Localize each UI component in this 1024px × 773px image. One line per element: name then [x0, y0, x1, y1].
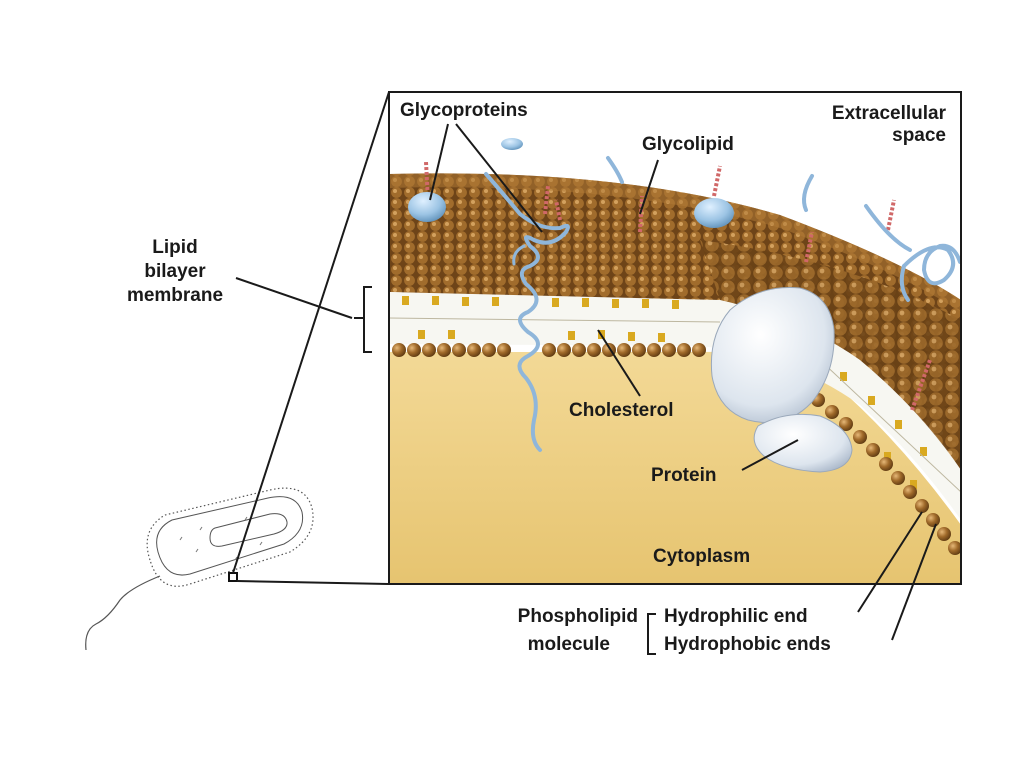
cytoplasm-region: [389, 351, 961, 584]
zoom-marker: [228, 572, 238, 582]
label-space: space: [892, 125, 946, 146]
label-protein: Protein: [651, 465, 717, 486]
zoom-lines: [232, 91, 390, 585]
label-extracellular: Extracellular: [831, 103, 946, 124]
transmembrane-protein: [710, 286, 853, 473]
label-glycolipid: Glycolipid: [642, 134, 734, 155]
glycoprotein-blob: [408, 192, 446, 222]
label-phospholipid: Phospholipid: [517, 606, 638, 627]
helix-protein: [484, 172, 570, 452]
label-membrane: membrane: [126, 285, 224, 306]
label-lipid: Lipid: [152, 237, 198, 258]
bacterium-sketch: [85, 487, 314, 651]
cholesterol-tails: [402, 296, 927, 489]
label-glycoproteins: Glycoproteins: [400, 100, 528, 121]
leader-lines: [235, 123, 937, 655]
label-cytoplasm: Cytoplasm: [653, 546, 751, 567]
label-hydrophobic-ends: Hydrophobic ends: [664, 634, 831, 655]
glycoprotein-blob: [694, 198, 734, 228]
label-bilayer: bilayer: [144, 261, 206, 282]
membrane-inset: [389, 92, 961, 584]
label-hydrophilic-end: Hydrophilic end: [664, 606, 808, 627]
label-cholesterol: Cholesterol: [569, 400, 674, 421]
label-molecule: molecule: [527, 634, 610, 655]
